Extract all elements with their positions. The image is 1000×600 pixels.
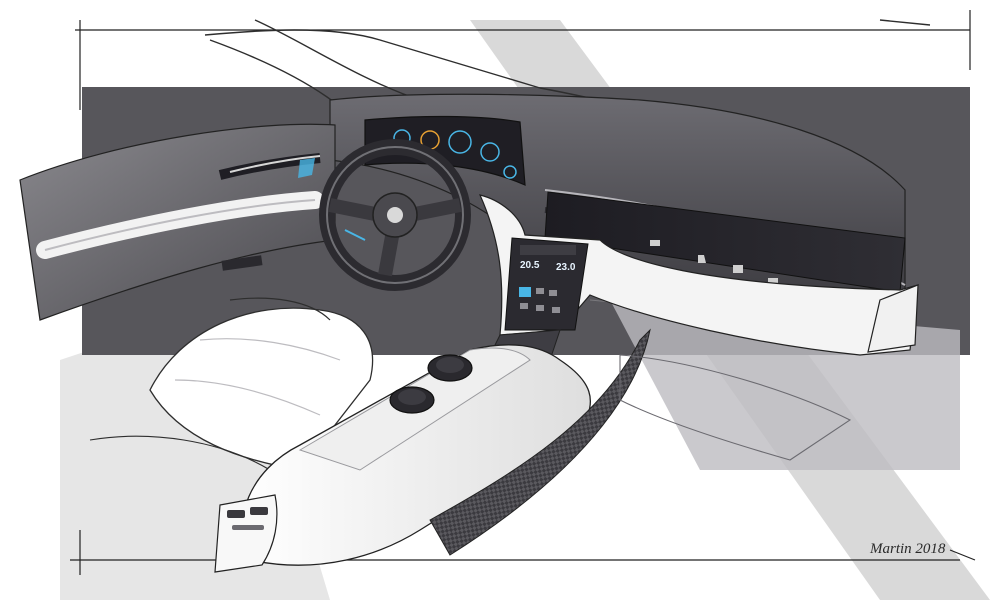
instrument-cluster bbox=[364, 115, 526, 186]
seat bbox=[89, 297, 374, 471]
camera-icon bbox=[768, 278, 778, 286]
steering-wheel bbox=[319, 139, 471, 291]
display-icons bbox=[650, 240, 778, 286]
passenger-lower bbox=[619, 284, 919, 461]
gauge-3-icon bbox=[448, 130, 472, 154]
center-stack: 20.5 23.0 bbox=[478, 194, 919, 366]
logo-badge-icon bbox=[387, 207, 403, 223]
apps-icon bbox=[733, 265, 743, 273]
media-icon bbox=[650, 240, 660, 246]
gauge-5-icon bbox=[503, 165, 517, 179]
floor-console bbox=[214, 328, 651, 573]
phone-icon bbox=[698, 255, 706, 263]
artist-signature: Martin 2018 bbox=[869, 541, 946, 557]
gauge-4-icon bbox=[480, 142, 500, 162]
left-temp-display: 20.5 bbox=[520, 260, 540, 271]
right-temp-display: 23.0 bbox=[556, 262, 576, 273]
